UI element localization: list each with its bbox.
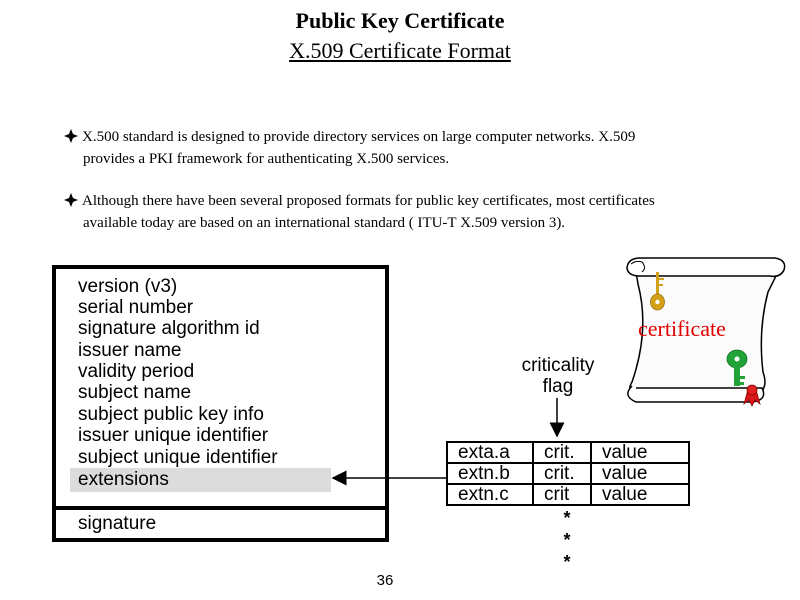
field-subject-public-key-info: subject public key info: [78, 404, 264, 425]
green-key-icon: [726, 349, 748, 386]
slide-subtitle: X.509 Certificate Format: [289, 38, 511, 63]
ext-name-cell: exta.a: [446, 441, 534, 464]
field-issuer-unique-identifier: issuer unique identifier: [78, 425, 269, 446]
field-signature-algorithm-id: signature algorithm id: [78, 318, 260, 339]
criticality-label-line-1: criticality: [521, 355, 595, 376]
diamond-bullet-icon: [64, 129, 78, 143]
bullet-2-line-1: Although there have been several propose…: [82, 193, 655, 209]
criticality-flag-label: criticality flag: [490, 355, 626, 397]
field-issuer-name: issuer name: [78, 340, 182, 361]
field-signature: signature: [78, 513, 157, 534]
field-extensions: extensions: [78, 469, 169, 490]
table-row: extn.b crit. value: [446, 462, 690, 485]
ext-crit-cell: crit.: [532, 441, 592, 464]
red-seal-icon: [743, 384, 761, 407]
diamond-bullet-icon: [64, 193, 78, 207]
ext-value-cell: value: [590, 441, 690, 464]
field-serial-number: serial number: [78, 297, 194, 318]
extensions-highlight: [70, 468, 331, 492]
certificate-fields-box: version (v3) serial number signature alg…: [52, 265, 389, 511]
bullet-2-line-2: available today are based on an internat…: [83, 215, 566, 231]
bullet-1-line-2: provides a PKI framework for authenticat…: [83, 151, 450, 167]
bullet-item-1: X.500 standard is designed to provide di…: [64, 126, 780, 170]
gold-key-icon: [650, 272, 665, 311]
field-subject-name: subject name: [78, 382, 192, 403]
table-row: exta.a crit. value: [446, 441, 690, 464]
certificate-label: certificate: [638, 316, 726, 341]
continuation-star: *: [563, 530, 571, 550]
page-number: 36: [376, 572, 394, 589]
ext-value-cell: value: [590, 483, 690, 506]
extensions-table: exta.a crit. value extn.b crit. value ex…: [446, 441, 690, 506]
continuation-star: *: [563, 552, 571, 572]
field-version: version (v3): [78, 276, 178, 297]
field-subject-unique-identifier: subject unique identifier: [78, 447, 278, 468]
continuation-star: *: [563, 508, 571, 528]
criticality-label-line-2: flag: [542, 376, 574, 397]
table-row: extn.c crit value: [446, 483, 690, 506]
signature-box: signature: [52, 506, 389, 542]
bullet-item-2: Although there have been several propose…: [64, 190, 780, 234]
bullet-1-line-1: X.500 standard is designed to provide di…: [82, 129, 636, 145]
ext-name-cell: extn.b: [446, 462, 534, 485]
field-validity-period: validity period: [78, 361, 195, 382]
slide-title: Public Key Certificate: [295, 8, 505, 33]
ext-crit-cell: crit.: [532, 462, 592, 485]
ext-crit-cell: crit: [532, 483, 592, 506]
ext-value-cell: value: [590, 462, 690, 485]
ext-name-cell: extn.c: [446, 483, 534, 506]
